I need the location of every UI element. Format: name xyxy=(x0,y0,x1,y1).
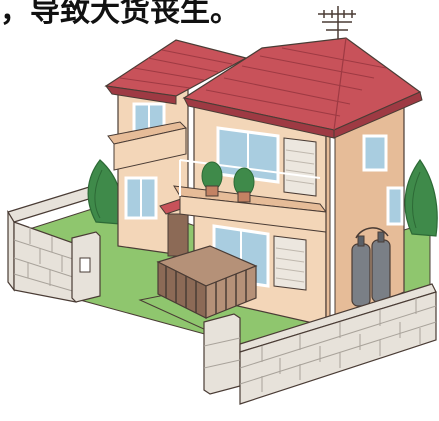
house-main-front xyxy=(173,103,328,327)
wooden-deck xyxy=(156,245,258,319)
potted-plant-left xyxy=(201,161,223,197)
tree-right xyxy=(404,158,438,237)
front-stone-wall xyxy=(203,283,437,405)
caption-text: ，导致大货丧生。 xyxy=(0,0,240,29)
roof-left xyxy=(104,39,248,105)
roof-main xyxy=(182,37,423,139)
tree-left xyxy=(87,159,123,225)
potted-plant-right xyxy=(233,167,255,203)
